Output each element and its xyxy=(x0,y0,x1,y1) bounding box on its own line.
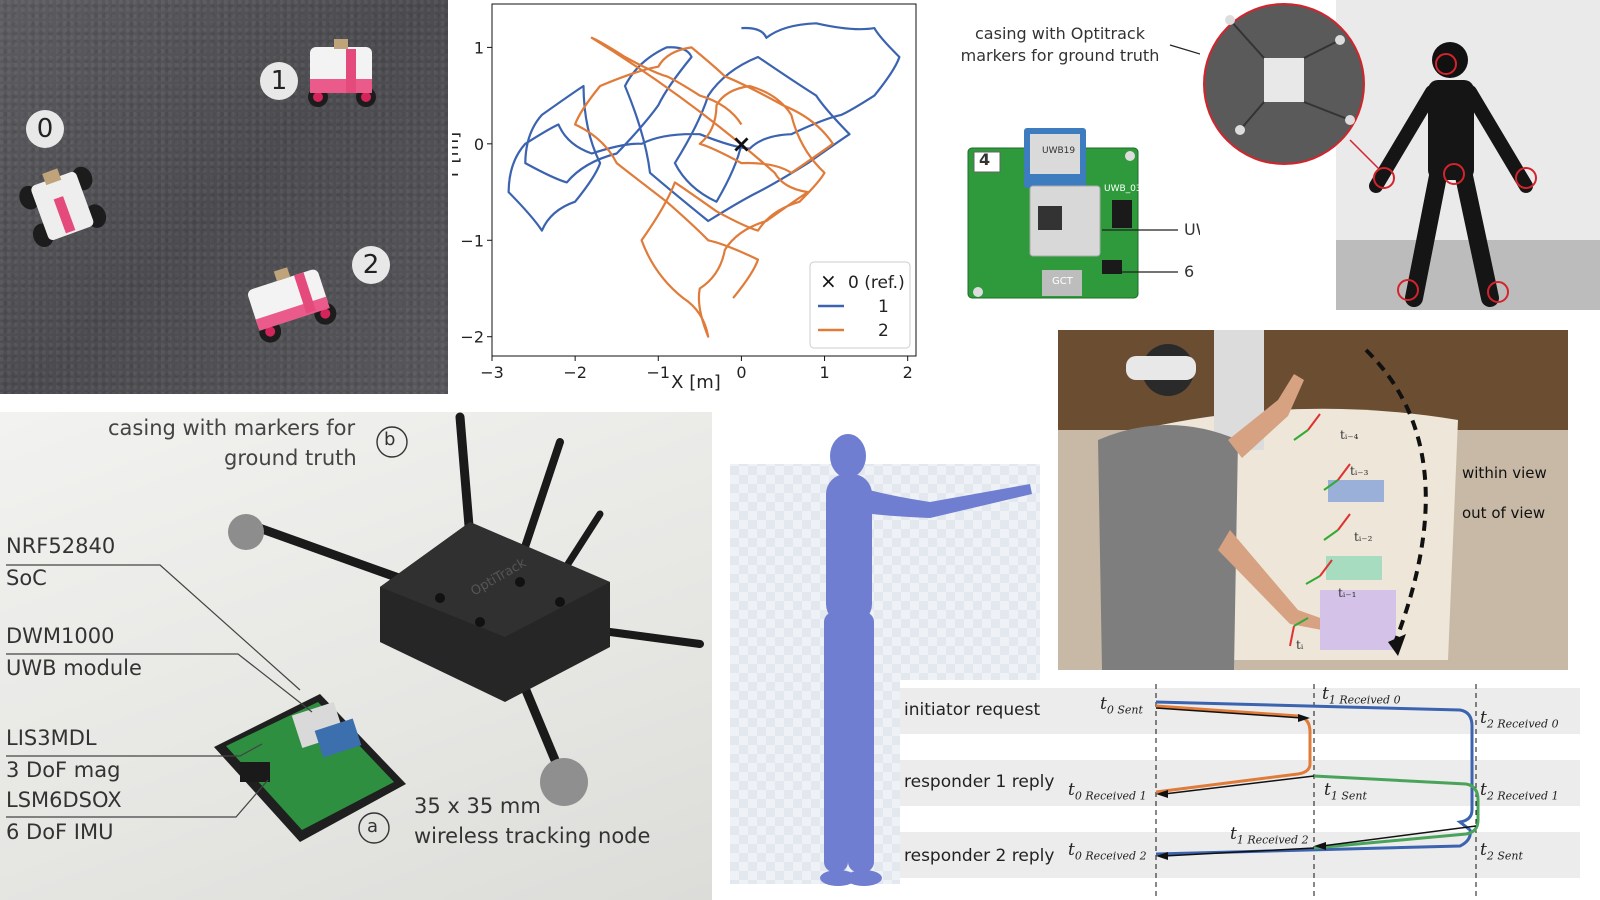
t2-sent: t2 Sent xyxy=(1480,840,1523,863)
board-number: 4 xyxy=(979,150,991,169)
x-tick-label: −3 xyxy=(480,363,504,382)
pcb-panel: casing with Optitrack markers for ground… xyxy=(930,0,1200,320)
row-label-responder1: responder 1 reply xyxy=(904,772,1055,792)
board-silk-text: UWB_03 xyxy=(1104,184,1142,194)
vr-time-label-2: tᵢ₋₃ xyxy=(1350,464,1369,478)
t1-received2: t1 Received 2 xyxy=(1230,824,1309,847)
cars-photo-panel: 0 1 2 xyxy=(0,0,448,394)
x-axis-label: X [m] xyxy=(671,372,721,393)
mocap-suit-panel xyxy=(1200,0,1600,320)
board-chip-text: UWB19 xyxy=(1042,146,1076,156)
t0-received2: t0 Received 2 xyxy=(1068,840,1147,863)
robot-car-1 xyxy=(308,39,376,107)
human-avatar xyxy=(820,434,1032,886)
avatar-illustration xyxy=(730,434,1040,886)
y-tick-label: −2 xyxy=(460,328,484,347)
vr-time-label-1: tᵢ₋₄ xyxy=(1340,428,1359,442)
node-description: wireless tracking node xyxy=(414,824,651,848)
casing-label-line2: ground truth xyxy=(224,446,357,470)
robot-car-2 xyxy=(248,267,337,343)
x-tick-label: −2 xyxy=(563,363,587,382)
tracking-node-panel: casing with markers for ground truth b a… xyxy=(0,412,712,900)
out-of-view-label: out of view xyxy=(1462,504,1546,522)
y-tick-label: −1 xyxy=(460,231,484,250)
trajectory-arc xyxy=(1364,348,1428,641)
timing-lines xyxy=(1155,684,1480,896)
trajectory-chart: × −3 −2 −1 0 1 2 1 0 −1 −2 Y [m] X [m] × 0 (ref.)… xyxy=(452,3,917,393)
mocap-illustration xyxy=(1203,0,1600,310)
cars-illustration xyxy=(19,39,376,343)
vr-time-label-4: tᵢ₋₁ xyxy=(1338,586,1357,600)
component-lsm-desc: 6 DoF IMU xyxy=(6,820,114,844)
x-tick-label: 2 xyxy=(903,363,913,382)
reference-point-marker: × xyxy=(731,130,751,158)
car-label-1: 1 xyxy=(260,62,298,100)
legend-ref-label: 0 (ref.) xyxy=(848,273,905,293)
casing-callout-line2: markers for ground truth xyxy=(960,46,1160,65)
within-view-label: within view xyxy=(1462,464,1547,482)
t2-received0: t2 Received 0 xyxy=(1480,708,1559,731)
tracking-node-device xyxy=(214,694,406,842)
row-label-initiator: initiator request xyxy=(904,700,1041,720)
t2-received1: t2 Received 1 xyxy=(1480,780,1559,803)
trajectory-plot-panel: × −3 −2 −1 0 1 2 1 0 −1 −2 Y [m] X [m] × 0 (ref.)… xyxy=(452,0,922,394)
component-lis-name: LIS3MDL xyxy=(6,726,97,750)
component-dwm-name: DWM1000 xyxy=(6,624,115,648)
timing-diagram-panel: initiator request responder 1 reply resp… xyxy=(900,680,1600,900)
uwb-radio-callout: UWB Radio xyxy=(1184,220,1200,239)
car-label-2: 2 xyxy=(352,246,390,284)
plot-frame xyxy=(491,3,917,357)
vr-time-label-5: tᵢ xyxy=(1296,638,1304,652)
vr-scene-panel: tᵢ₋₄ tᵢ₋₃ tᵢ₋₂ tᵢ₋₁ tᵢ within view out o… xyxy=(1058,330,1568,670)
component-lsm-name: LSM6DSOX xyxy=(6,788,122,812)
vr-time-label-3: tᵢ₋₂ xyxy=(1354,530,1373,544)
y-axis-label: Y [m] xyxy=(452,132,463,181)
imu-callout: 6 DoF IMU xyxy=(1184,262,1200,281)
legend-label-1: 1 xyxy=(878,297,889,317)
usb-connector-text: GCT xyxy=(1052,276,1073,287)
t1-received0: t1 Received 0 xyxy=(1322,684,1401,707)
t1-sent: t1 Sent xyxy=(1324,780,1367,803)
y-tick-label: 0 xyxy=(474,135,484,154)
pcb-illustration xyxy=(967,44,1200,299)
legend-label-2: 2 xyxy=(878,321,889,341)
y-tick-label: 1 xyxy=(474,38,484,57)
series-1-line xyxy=(507,22,901,232)
component-nrf-name: NRF52840 xyxy=(6,534,116,558)
optitrack-casing xyxy=(228,412,704,806)
x-tick-label: 1 xyxy=(819,363,829,382)
marker-a: a xyxy=(367,816,379,837)
casing-label-line1: casing with markers for xyxy=(108,416,356,440)
x-tick-label: −1 xyxy=(646,363,670,382)
component-nrf-desc: SoC xyxy=(6,566,47,590)
series-2-line xyxy=(574,36,834,338)
row-label-responder2: responder 2 reply xyxy=(904,846,1055,866)
node-size: 35 x 35 mm xyxy=(414,794,541,818)
t0-sent: t0 Sent xyxy=(1100,694,1143,717)
component-lis-desc: 3 DoF mag xyxy=(6,758,121,782)
robot-car-0 xyxy=(19,166,107,248)
marker-b: b xyxy=(384,429,396,450)
x-tick-label: 0 xyxy=(736,363,746,382)
plot-legend: × 0 (ref.) 1 2 xyxy=(809,261,911,349)
vr-illustration xyxy=(1058,330,1568,670)
casing-callout-line1: casing with Optitrack xyxy=(975,24,1145,43)
component-dwm-desc: UWB module xyxy=(6,656,142,680)
tracking-node-illustration xyxy=(6,412,704,844)
legend-ref-marker: × xyxy=(820,269,837,293)
t0-received1: t0 Received 1 xyxy=(1068,780,1147,803)
car-label-0: 0 xyxy=(26,110,64,148)
